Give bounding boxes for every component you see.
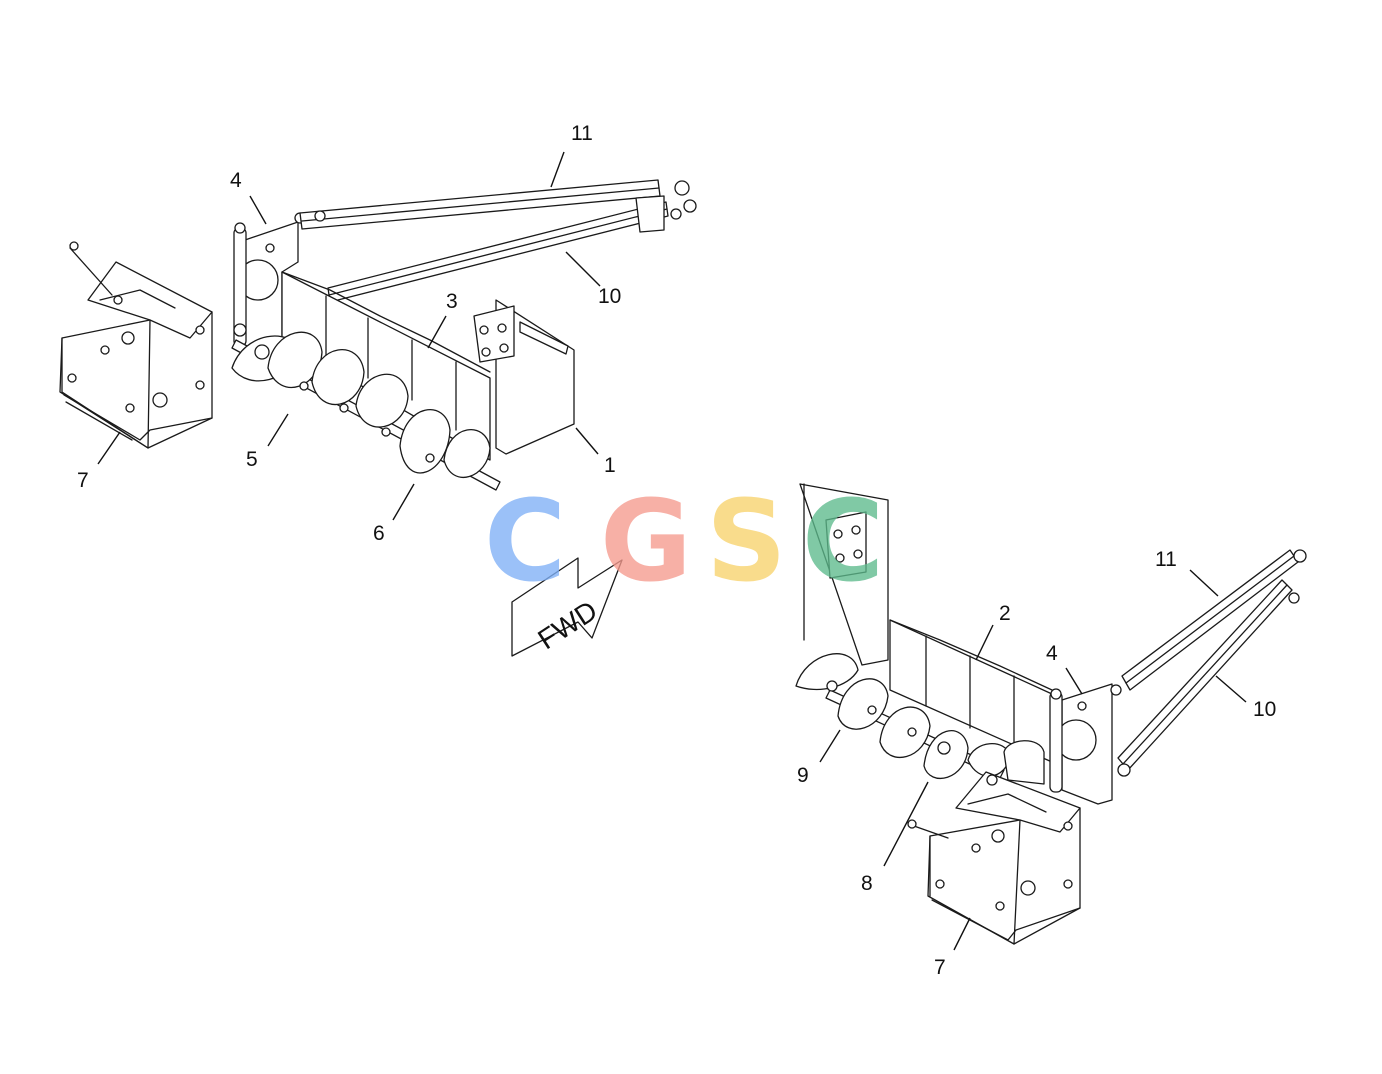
cgsc-watermark: C G S C: [484, 477, 884, 607]
right-auger-assembly: [795, 483, 1307, 945]
callout-right-11: 11: [1155, 548, 1177, 571]
watermark-letter-1: C: [484, 477, 566, 607]
right-end-panel: [799, 483, 889, 666]
callout-right-2: 2: [999, 602, 1011, 625]
left-end-panel: [473, 299, 575, 455]
callout-left-10: 10: [598, 285, 621, 308]
callout-left-3: 3: [446, 290, 458, 313]
left-bearing-housing: [59, 241, 213, 449]
callout-right-4: 4: [1046, 642, 1058, 665]
right-side-plate: [1049, 683, 1122, 805]
callout-left-4: 4: [230, 169, 242, 192]
callout-left-1: 1: [604, 454, 616, 477]
callout-left-5: 5: [246, 448, 258, 471]
callout-right-9: 9: [797, 764, 809, 787]
left-stay-rods: [299, 179, 697, 303]
left-auger: [231, 331, 501, 491]
callout-right-10: 10: [1253, 698, 1276, 721]
callout-leaders: [97, 151, 1247, 951]
callout-right-7: 7: [934, 956, 946, 979]
left-auger-assembly: [59, 179, 697, 491]
callout-left-11: 11: [571, 122, 593, 145]
callout-numbers: 11 4 10 3 1 5 7 6 11 2 4 10 9 8 7: [77, 122, 1276, 979]
watermark-letter-3: S: [706, 477, 787, 607]
watermark-letter-2: G: [600, 477, 692, 607]
callout-right-8: 8: [861, 872, 873, 895]
left-side-plate: [233, 212, 306, 361]
callout-left-7: 7: [77, 469, 89, 492]
right-trough: [889, 619, 1053, 763]
watermark-letter-4: C: [802, 477, 884, 607]
right-auger: [795, 653, 1045, 785]
right-bearing-housing: [907, 771, 1081, 945]
callout-left-6: 6: [373, 522, 385, 545]
right-stay-rods: [1117, 549, 1307, 777]
